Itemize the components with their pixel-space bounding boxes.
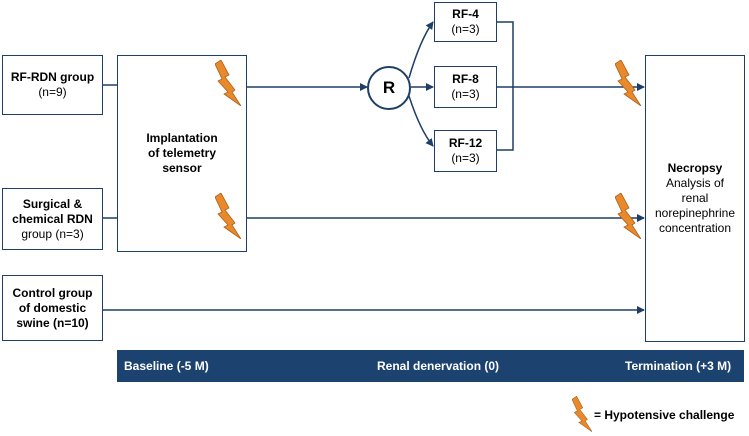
randomization-label: R [382, 78, 396, 97]
surgical-group-title-1: Surgical & [22, 196, 83, 211]
legend-text: = Hypotensive challenge [594, 408, 735, 422]
control-group-line-3: swine (n=10) [16, 315, 89, 330]
necropsy-line-3: norepinephrine [654, 206, 736, 220]
arm-name: RF-8 [452, 72, 479, 86]
lightning-bolt-icon [615, 60, 641, 106]
randomization-node: R [367, 66, 411, 110]
arm-count: (n=3) [451, 22, 480, 36]
control-group-line-2: of domestic [18, 300, 87, 315]
timeline-termination: Termination (+3 M) [625, 359, 732, 373]
arm-rf12-box: RF-12 (n=3) [434, 130, 497, 172]
lightning-bolt-icon [215, 193, 241, 239]
implantation-line-1: Implantation [146, 131, 218, 145]
arm-name: RF-12 [448, 136, 483, 150]
surgical-group-box: Surgical & chemical RDN group (n=3) [2, 188, 103, 250]
timeline-denervation: Renal denervation (0) [377, 359, 500, 373]
timeline-baseline: Baseline (-5 M) [124, 359, 209, 373]
lightning-bolt-icon [615, 193, 641, 239]
timeline-bar: Baseline (-5 M) Renal denervation (0) Te… [117, 350, 744, 382]
control-group-box: Control group of domestic swine (n=10) [2, 275, 103, 341]
arrow-to-rf12 [408, 95, 434, 147]
arrow-to-rf4 [408, 21, 434, 79]
necropsy-line-4: concentration [658, 221, 732, 235]
implantation-line-2: of telemetry [147, 146, 217, 160]
implantation-line-3: sensor [162, 161, 202, 175]
necropsy-line-2: renal [681, 191, 709, 205]
arm-count: (n=3) [451, 151, 480, 165]
rf-rdn-group-count: (n=9) [38, 85, 67, 99]
arm-rf8-box: RF-8 (n=3) [434, 66, 497, 108]
control-group-line-1: Control group [12, 285, 93, 300]
necropsy-line-1: Analysis of [665, 176, 725, 190]
arm-count: (n=3) [451, 87, 480, 101]
lightning-bolt-icon [215, 60, 241, 106]
rf-rdn-group-box: RF-RDN group (n=9) [2, 55, 103, 115]
arm-name: RF-4 [452, 7, 479, 21]
lightning-bolt-icon [572, 396, 592, 432]
necropsy-box: Necropsy Analysis of renal norepinephrin… [645, 55, 745, 342]
necropsy-title: Necropsy [667, 161, 723, 175]
surgical-group-title-2: chemical RDN [12, 211, 93, 226]
surgical-group-count: group (n=3) [21, 226, 84, 241]
arm-rf4-box: RF-4 (n=3) [434, 2, 497, 42]
rf-rdn-group-title: RF-RDN group [10, 70, 95, 84]
